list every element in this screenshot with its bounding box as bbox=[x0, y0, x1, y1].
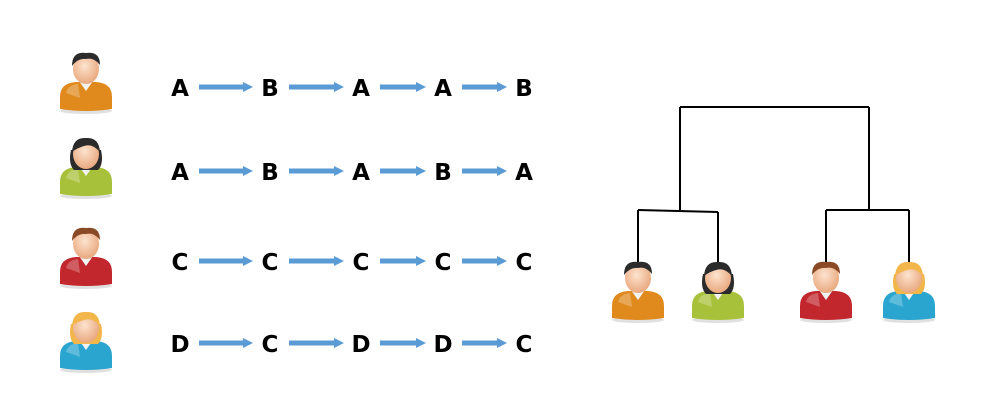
cluster-left-bar bbox=[637, 209, 719, 213]
sequence-event-label: A bbox=[171, 76, 189, 102]
sequence-event-label: C bbox=[353, 250, 370, 276]
sequence-event-label: B bbox=[434, 160, 452, 186]
sequence-event-label: C bbox=[516, 250, 533, 276]
sequence-event-label: A bbox=[352, 160, 370, 186]
sequence-event-label: B bbox=[515, 76, 533, 102]
woman-blue-shirt-icon bbox=[60, 311, 112, 373]
man-orange-shirt-icon bbox=[60, 52, 112, 114]
sequence-event-label: D bbox=[351, 332, 370, 358]
woman-green-shirt-icon bbox=[60, 137, 112, 199]
dendrogram-leaf-avatars bbox=[612, 261, 935, 323]
woman-green-shirt-icon bbox=[692, 261, 744, 323]
sequence-event-label: C bbox=[516, 332, 533, 358]
sequence-rows: A B A A B A B A B A C C C C C D C D D C bbox=[60, 52, 533, 373]
sequence-event-label: D bbox=[433, 332, 452, 358]
man-red-shirt-icon bbox=[60, 227, 112, 289]
dendrogram bbox=[612, 106, 935, 323]
sequence-event-label: C bbox=[262, 250, 279, 276]
sequence-event-label: D bbox=[170, 332, 189, 358]
sequence-event-label: A bbox=[515, 160, 533, 186]
sequence-event-label: C bbox=[172, 250, 189, 276]
sequence-event-label: A bbox=[171, 160, 189, 186]
sequence-event-label: B bbox=[261, 76, 279, 102]
dendrogram-lines bbox=[637, 106, 910, 262]
man-orange-shirt-icon bbox=[612, 261, 664, 323]
sequence-event-label: A bbox=[352, 76, 370, 102]
man-red-shirt-icon bbox=[800, 261, 852, 323]
sequence-event-label: C bbox=[435, 250, 452, 276]
sequence-event-label: B bbox=[261, 160, 279, 186]
sequence-event-label: C bbox=[262, 332, 279, 358]
woman-blue-shirt-icon bbox=[883, 261, 935, 323]
sequence-event-label: A bbox=[434, 76, 452, 102]
